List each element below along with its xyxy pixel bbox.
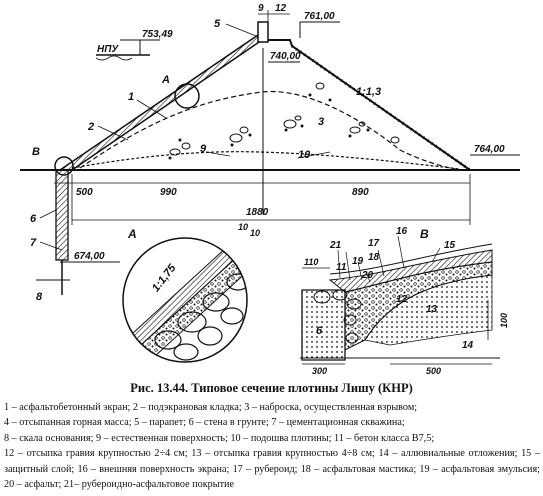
detail-b-wall [301,289,346,361]
dim-total: 1880 [246,207,269,218]
legend-line: 1 – асфальтобетонный экран; 2 – подэкран… [4,402,418,413]
label-2: 2 [87,121,94,133]
detail-b: В 21 [300,226,509,376]
callout-b-label: В [32,146,40,158]
leader-6 [39,209,57,219]
label-3: 3 [318,116,324,128]
figure-legend: 1 – асфальтобетонный экран; 2 – подэкран… [4,400,540,492]
label-6: 6 [30,213,37,225]
detail-b-label-12: 12 [396,294,408,305]
toe-elevation: 764,00 [474,144,505,155]
label-5: 5 [214,18,221,30]
crest-width-b: 12 [275,3,287,14]
detail-a-stones [154,273,247,361]
downstream-slope-label: 1:1,3 [356,86,381,98]
detail-b-label-18: 18 [368,252,380,263]
npu-label: НПУ [97,44,119,55]
detail-a-dim-1: 10 [238,222,248,232]
detail-b-gravel-13 [364,274,493,346]
detail-a-title: А [127,227,137,241]
detail-b-boulders [313,289,362,344]
detail-b-label-17: 17 [368,238,380,249]
detail-b-dim-500: 500 [426,366,441,376]
detail-b-label-21: 21 [329,240,342,251]
legend-line: 4 – отсыпанная горная масса; 5 – парапет… [4,417,405,429]
downstream-slope-hatch [291,44,471,172]
label-8: 8 [36,291,43,303]
detail-b-label-16: 16 [396,226,408,237]
label-1: 1 [128,91,134,103]
diaphragm-wall [55,169,69,261]
label-10: 10 [298,149,311,161]
detail-b-label-20: 20 [361,270,374,281]
detail-b-screen [328,249,493,293]
main-section: НПУ 753,49 761,00 740,00 764,00 674,00 9… [20,3,520,303]
dim-downstream: 890 [352,187,369,198]
dimension-lines [54,174,471,225]
npu-elevation: 753,49 [142,29,173,40]
asphalt-screen [57,34,267,171]
legend-line: 12 – отсыпка гравия крупностью 2÷4 см; 1… [4,448,540,491]
detail-b-dim-300: 300 [312,366,327,376]
detail-b-label-19: 19 [352,256,364,267]
label-9: 9 [200,143,207,155]
legend-line: 8 – скала основания; 9 – естественная по… [4,432,435,444]
rockfill-dots [168,93,370,160]
detail-a-dim-2: 10 [250,228,260,238]
detail-a: А 1:1,75 10 10 [122,222,260,363]
base-elevation: 674,00 [74,251,105,262]
parapet [257,21,269,43]
label-7: 7 [30,237,37,249]
detail-b-label-15: 15 [444,240,456,251]
detail-b-dim-110: 110 [304,257,318,267]
dim-left: 500 [76,187,93,198]
detail-b-leaders [337,235,441,283]
callout-a-circle [174,83,200,109]
downstream-slope [268,39,471,171]
rockfill-stones [169,82,400,156]
detail-b-label-14: 14 [462,340,474,351]
figure-caption: Рис. 13.44. Типовое сечение плотины Лишу… [130,381,413,395]
callout-a-label: А [161,74,170,86]
dam-section-figure: НПУ 753,49 761,00 740,00 764,00 674,00 9… [20,3,520,376]
detail-b-label-13: 13 [426,304,438,315]
callout-b-circle [54,156,74,176]
detail-b-dims [302,267,492,365]
detail-b-label-11: 11 [336,262,347,273]
water-wave [95,55,133,61]
detail-b-label-6: 6 [316,325,323,337]
leader-7 [39,241,63,251]
detail-b-dim-100: 100 [499,313,509,328]
main-leaders [97,23,331,159]
detail-b-title: В [420,227,429,241]
crest-elevation: 761,00 [304,11,335,22]
crest-width-a: 9 [258,3,264,14]
zone-boundary [79,90,456,170]
inner-elevation: 740,00 [270,51,301,62]
dim-upstream: 990 [160,187,177,198]
natural-surface [71,151,461,170]
